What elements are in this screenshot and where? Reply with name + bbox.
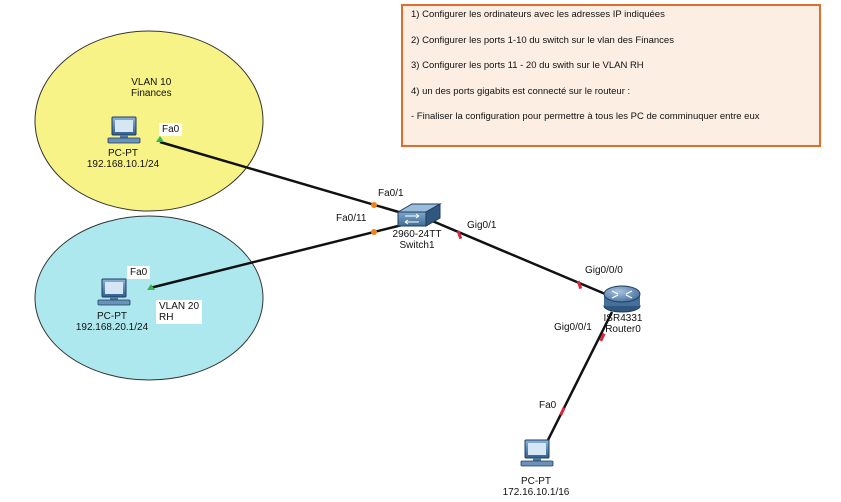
switch-name: Switch1 [399, 240, 435, 251]
router-label: ISR4331 Router0 [598, 313, 648, 335]
pc3-model: PC-PT [521, 476, 551, 487]
pc3-device[interactable] [520, 439, 554, 467]
port-status-down [456, 230, 463, 240]
router-model: ISR4331 [603, 313, 643, 324]
pc2-port-label: Fa0 [127, 266, 151, 279]
computer-icon [97, 278, 131, 306]
instruction-line: 3) Configurer les ports 11 - 20 du swith… [411, 60, 644, 71]
vlan10-name: VLAN 10 [131, 77, 172, 88]
pc3-port-label: Fa0 [536, 399, 560, 412]
pc1-device[interactable] [107, 116, 141, 144]
switch-port-fa011-label: Fa0/11 [333, 212, 370, 225]
switch-uplink-label: Gig0/1 [464, 219, 500, 232]
router-icon [603, 285, 641, 313]
vlan10-area [34, 30, 264, 212]
pc1-model: PC-PT [108, 148, 138, 159]
port-status-down [576, 280, 583, 290]
pc2-device[interactable] [97, 278, 131, 306]
switch-model: 2960-24TT [392, 229, 442, 240]
router-device[interactable] [603, 285, 641, 313]
switch-device[interactable] [396, 203, 442, 227]
vlan20-area [34, 215, 264, 381]
vlan20-name: VLAN 20 [159, 301, 200, 312]
pc2-label: PC-PT 192.168.20.1/24 [72, 311, 152, 333]
vlan20-desc: RH [159, 312, 174, 323]
instruction-line: 4) un des ports gigabits est connecté su… [411, 85, 631, 97]
computer-icon [107, 116, 141, 144]
pc2-ip: 192.168.20.1/24 [75, 322, 149, 333]
port-status-down [599, 332, 606, 342]
link-router-pc3[interactable] [546, 311, 614, 441]
link-pc1-switch[interactable] [159, 140, 403, 215]
pc1-ip: 192.168.10.1/24 [86, 159, 160, 170]
pc3-ip: 172.16.10.1/16 [502, 487, 570, 498]
switch-label: 2960-24TT Switch1 [386, 229, 448, 251]
pc1-port-label: Fa0 [159, 123, 183, 136]
instruction-line: 1) Configurer les ordinateurs avec les a… [411, 9, 665, 20]
pc2-model: PC-PT [97, 311, 127, 322]
port-status-up [156, 136, 164, 142]
instructions-note: 1) Configurer les ordinateurs avec les a… [401, 4, 821, 147]
link-switch-router[interactable] [429, 218, 611, 298]
router-port-gig000-label: Gig0/0/0 [582, 264, 626, 277]
computer-icon [520, 439, 554, 467]
vlan10-label: VLAN 10 Finances [131, 77, 172, 99]
port-status-orange [371, 202, 377, 208]
instruction-line: 2) Configurer les ports 1-10 du switch s… [411, 34, 674, 46]
router-name: Router0 [605, 324, 641, 335]
pc1-label: PC-PT 192.168.10.1/24 [83, 148, 163, 170]
router-port-gig001-label: Gig0/0/1 [551, 321, 595, 334]
vlan20-label: VLAN 20 RH [156, 300, 203, 324]
port-status-orange [371, 229, 377, 235]
pc3-label: PC-PT 172.16.10.1/16 [496, 476, 576, 498]
switch-icon [396, 203, 442, 227]
port-status-down [559, 406, 566, 416]
vlan10-desc: Finances [131, 88, 172, 99]
link-pc2-switch[interactable] [149, 223, 403, 290]
instruction-line: - Finaliser la configuration pour permet… [411, 111, 760, 122]
switch-port-fa01-label: Fa0/1 [375, 187, 407, 200]
port-status-up [147, 284, 155, 290]
